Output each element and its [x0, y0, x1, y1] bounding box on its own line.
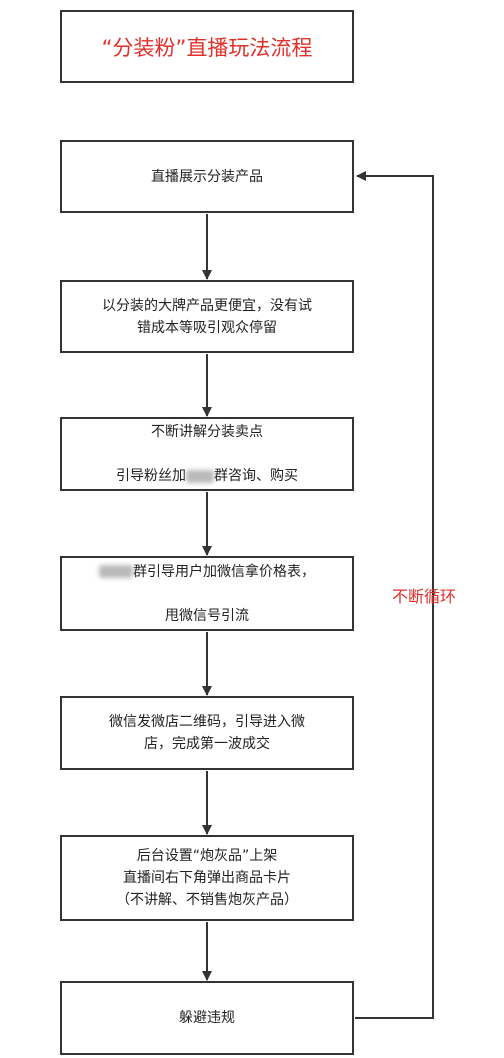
redacted-blur	[99, 565, 133, 578]
step-5-box: 微信发微店二维码，引导进入微 店，完成第一波成交	[60, 696, 354, 770]
step-3-line-2b: 群咨询、购买	[214, 468, 298, 484]
step-1-box: 直播展示分装产品	[60, 140, 354, 213]
step-4-text: 群引导用户加微信拿价格表， 甩微信号引流	[99, 539, 315, 649]
step-4-box: 群引导用户加微信拿价格表， 甩微信号引流	[60, 556, 354, 631]
step-4-line-1: 群引导用户加微信拿价格表，	[99, 561, 315, 583]
step-5-text: 微信发微店二维码，引导进入微 店，完成第一波成交	[109, 714, 305, 752]
step-3-line-2a: 引导粉丝加	[116, 468, 186, 484]
step-4-line-1b: 群引导用户加微信拿价格表，	[133, 563, 315, 580]
step-6-text: 后台设置“炮灰品”上架 直播间右下角弹出商品卡片 （不讲解、不销售炮灰产品）	[116, 848, 298, 908]
step-3-box: 不断讲解分装卖点 引导粉丝加 群咨询、购买	[60, 417, 354, 491]
step-3-line-2: 引导粉丝加 群咨询、购买	[116, 465, 298, 487]
step-7-text: 躲避违规	[179, 1010, 235, 1026]
loop-label: 不断循环	[392, 587, 457, 606]
step-4-line-2: 甩微信号引流	[165, 607, 249, 624]
diagram-title: “分装粉”直播玩法流程	[101, 35, 313, 60]
step-1-text: 直播展示分装产品	[151, 168, 263, 185]
redacted-blur	[186, 469, 214, 483]
title-box: “分装粉”直播玩法流程	[60, 10, 354, 83]
step-3-line-1: 不断讲解分装卖点	[151, 424, 263, 440]
loop-back-arrow	[355, 171, 434, 1019]
step-6-box: 后台设置“炮灰品”上架 直播间右下角弹出商品卡片 （不讲解、不销售炮灰产品）	[60, 835, 354, 921]
step-2-box: 以分装的大牌产品更便宜，没有试 错成本等吸引观众停留	[60, 280, 354, 353]
step-2-text: 以分装的大牌产品更便宜，没有试 错成本等吸引观众停留	[102, 297, 312, 336]
step-3-text: 不断讲解分装卖点 引导粉丝加 群咨询、购买	[116, 399, 298, 509]
step-7-box: 躲避违规	[60, 981, 354, 1055]
